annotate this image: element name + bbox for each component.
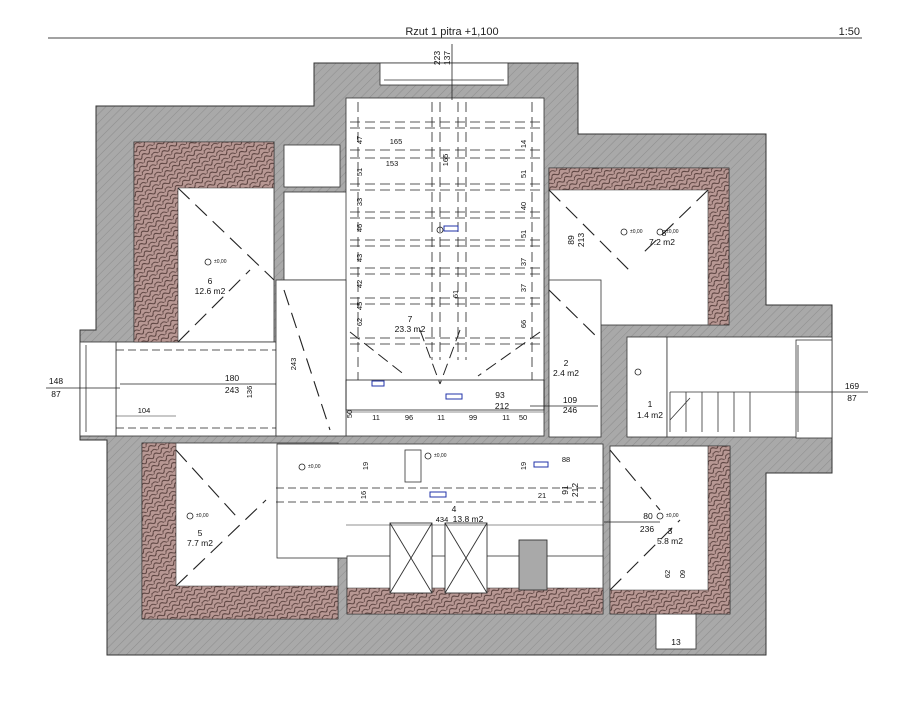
dim-r7-right: 14 xyxy=(519,140,528,148)
level-value: ±0,00 xyxy=(214,259,227,265)
dim-r7-bottom: 96 xyxy=(405,413,413,422)
dim-r7-right: 40 xyxy=(519,202,528,210)
dim-r7-bottom: 99 xyxy=(469,413,477,422)
dim-r3-bottom: 60 xyxy=(678,570,687,578)
dim-corridor-width: 104 xyxy=(138,406,151,415)
dim-r7-mid: 61 xyxy=(451,290,460,298)
windows xyxy=(79,62,833,439)
dim-r7-right: 51 xyxy=(519,230,528,238)
opening-room8-width: 89 xyxy=(566,235,576,245)
wood-floors xyxy=(133,141,731,620)
room-labels: 1 1.4 m2 2 2.4 m2 3 5.8 m2 4 13.8 m2 5 7… xyxy=(187,228,683,548)
room7-diagonals xyxy=(349,329,541,385)
room-number: 5 xyxy=(198,528,203,538)
blue-tags xyxy=(371,225,549,498)
dim-r7-left-col: 47 xyxy=(355,136,364,144)
dim-r7-center: 165 xyxy=(441,154,450,167)
dim-r7-left-col: 62 xyxy=(355,318,364,326)
dim-r7-right: 37 xyxy=(519,284,528,292)
dim-r4-d: 21 xyxy=(538,491,546,500)
dim-r7-left-col: 46 xyxy=(355,224,364,232)
dim-r7-top: 153 xyxy=(386,159,399,168)
dim-r7-bottom: 11 xyxy=(372,413,380,422)
room-number: 1 xyxy=(648,399,653,409)
dim-r3-bottom: 62 xyxy=(663,570,672,578)
dim-r4-total: 434 xyxy=(436,515,449,524)
dim-r7-right: 37 xyxy=(519,258,528,266)
room-area: 23.3 m2 xyxy=(395,324,426,334)
opening-room4-width: 91 xyxy=(560,485,570,495)
opening-room3-height: 236 xyxy=(640,524,654,534)
room-number: 7 xyxy=(408,314,413,324)
opening-left-width: 148 xyxy=(49,376,63,386)
level-value: ±0,00 xyxy=(666,513,679,519)
dim-r7-right: 66 xyxy=(519,320,528,328)
opening-right-height: 87 xyxy=(847,393,857,403)
plan-scale: 1:50 xyxy=(839,26,860,38)
level-value: ±0,00 xyxy=(666,229,679,235)
level-markers xyxy=(186,226,664,520)
opening-room8-height: 213 xyxy=(576,233,586,247)
room-area: 2.4 m2 xyxy=(553,368,579,378)
room-number: 4 xyxy=(452,504,457,514)
level-value: ±0,00 xyxy=(196,513,209,519)
level-marker-labels: ±0,00 ±0,00 ±0,00 ±0,00 ±0,00 ±0,00 ±0,0… xyxy=(196,229,679,519)
room-number: 3 xyxy=(668,526,673,536)
opening-labels: 223 137 148 87 169 87 180 243 109 246 93… xyxy=(46,51,868,534)
opening-room7-width: 93 xyxy=(495,390,505,400)
dim-r7-left-col: 45 xyxy=(355,302,364,310)
opening-corridor-height: 243 xyxy=(225,385,239,395)
bottom-box-label: 13 xyxy=(671,637,681,647)
room-number: 8 xyxy=(662,228,667,238)
dim-r7-bottom: 50 xyxy=(519,413,527,422)
room-area: 12.6 m2 xyxy=(195,286,226,296)
opening-top-width: 223 xyxy=(432,51,442,65)
chimney xyxy=(404,449,422,483)
dim-r4-c: 88 xyxy=(562,455,570,464)
opening-top-height: 137 xyxy=(442,51,452,65)
room-area: 7.7 m2 xyxy=(187,538,213,548)
level-value: ±0,00 xyxy=(434,453,447,459)
dim-r7-bottom: 11 xyxy=(502,413,510,422)
dim-r7-right: 51 xyxy=(519,170,528,178)
room-area: 7.2 m2 xyxy=(649,237,675,247)
room-area: 1.4 m2 xyxy=(637,410,663,420)
room-number: 2 xyxy=(564,358,569,368)
dim-r7-left-col: 43 xyxy=(355,254,364,262)
opening-room3-width: 80 xyxy=(643,511,653,521)
opening-left-height: 87 xyxy=(51,389,61,399)
plan-title: Rzut 1 pitra +1,100 xyxy=(405,26,498,38)
dim-r7-left-col: 33 xyxy=(355,198,364,206)
dim-r7-bottom: 11 xyxy=(437,413,445,422)
opening-room2-width: 109 xyxy=(563,395,577,405)
opening-right-width: 169 xyxy=(845,381,859,391)
stairs xyxy=(669,391,790,432)
level-value: ±0,00 xyxy=(630,229,643,235)
dim-corridor-side: 136 xyxy=(245,386,254,399)
room-diagonals xyxy=(175,187,709,591)
dim-r7-left: 50 xyxy=(345,410,354,418)
opening-room4-height: 212 xyxy=(570,483,580,497)
room-number: 6 xyxy=(208,276,213,286)
level-value: ±0,00 xyxy=(308,464,321,470)
dim-r4-a: 19 xyxy=(361,462,370,470)
room-area: 5.8 m2 xyxy=(657,536,683,546)
opening-corridor-width: 180 xyxy=(225,373,239,383)
wardrobes xyxy=(389,522,548,594)
dim-r4-e: 16 xyxy=(359,491,368,499)
opening-room7-height: 212 xyxy=(495,401,509,411)
dim-r4-b: 19 xyxy=(519,462,528,470)
room7-base xyxy=(345,379,545,411)
dim-r7-top: 165 xyxy=(390,137,403,146)
room7-grid xyxy=(350,102,540,380)
dim-r7-left-col: 42 xyxy=(355,280,364,288)
room-area: 13.8 m2 xyxy=(453,514,484,524)
opening-room2-height: 246 xyxy=(563,405,577,415)
dim-r7-left-col: 51 xyxy=(355,168,364,176)
corridor-lines xyxy=(116,349,603,503)
dim-stair-length: 243 xyxy=(289,358,298,371)
dimension-labels: 104 136 243 11 96 11 99 11 50 50 165 153… xyxy=(116,136,687,578)
